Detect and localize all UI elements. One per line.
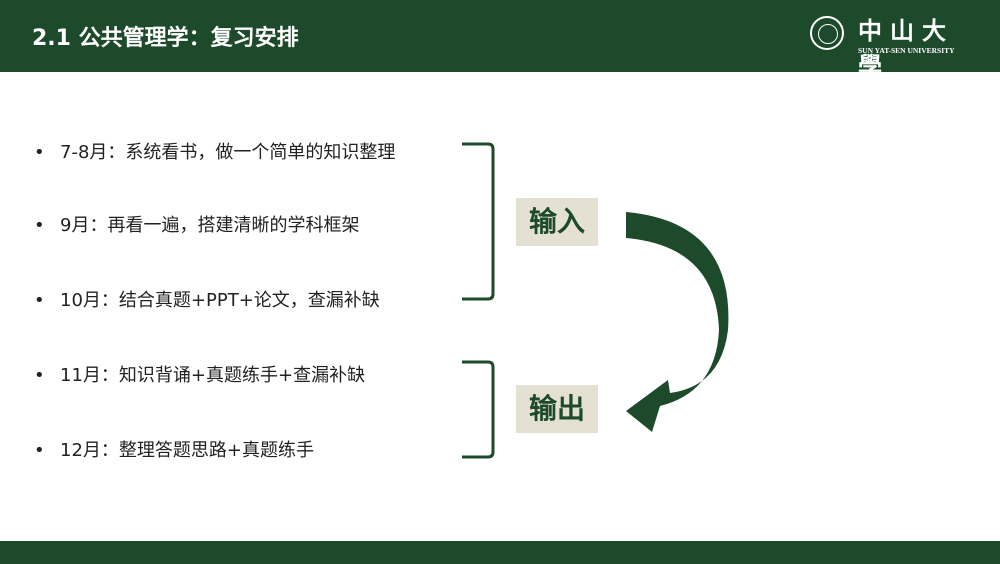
header-bar: 2.1 公共管理学：复习安排 中山大學 SUN YAT-SEN UNIVERSI…	[0, 0, 1000, 80]
item-text: 11月：知识背诵+真题练手+查漏补缺	[60, 365, 366, 386]
university-logo: 中山大學 SUN YAT-SEN UNIVERSITY	[810, 13, 980, 80]
logo-chinese: 中山大學	[858, 16, 954, 80]
list-item: •12月：整理答题思路+真题练手	[34, 440, 314, 461]
bracket-input	[462, 142, 495, 301]
list-item: •11月：知识背诵+真题练手+查漏补缺	[34, 365, 366, 386]
slide-title: 2.1 公共管理学：复习安排	[32, 26, 299, 51]
list-item: •9月：再看一遍，搭建清晰的学科框架	[34, 215, 360, 236]
item-text: 10月：结合真题+PPT+论文，查漏补缺	[60, 290, 380, 311]
logo-english: SUN YAT-SEN UNIVERSITY	[858, 46, 955, 55]
curved-arrow-icon	[626, 212, 729, 432]
list-item: •10月：结合真题+PPT+论文，查漏补缺	[34, 290, 380, 311]
list-item: •7-8月：系统看书，做一个简单的知识整理	[34, 142, 396, 163]
seal-icon	[810, 16, 844, 50]
output-label: 输出	[516, 385, 598, 433]
item-text: 9月：再看一遍，搭建清晰的学科框架	[60, 215, 360, 236]
input-label: 输入	[516, 198, 598, 246]
item-text: 7-8月：系统看书，做一个简单的知识整理	[60, 142, 396, 163]
bracket-output	[462, 360, 495, 459]
footer-bar	[0, 541, 1000, 564]
item-text: 12月：整理答题思路+真题练手	[60, 440, 314, 461]
